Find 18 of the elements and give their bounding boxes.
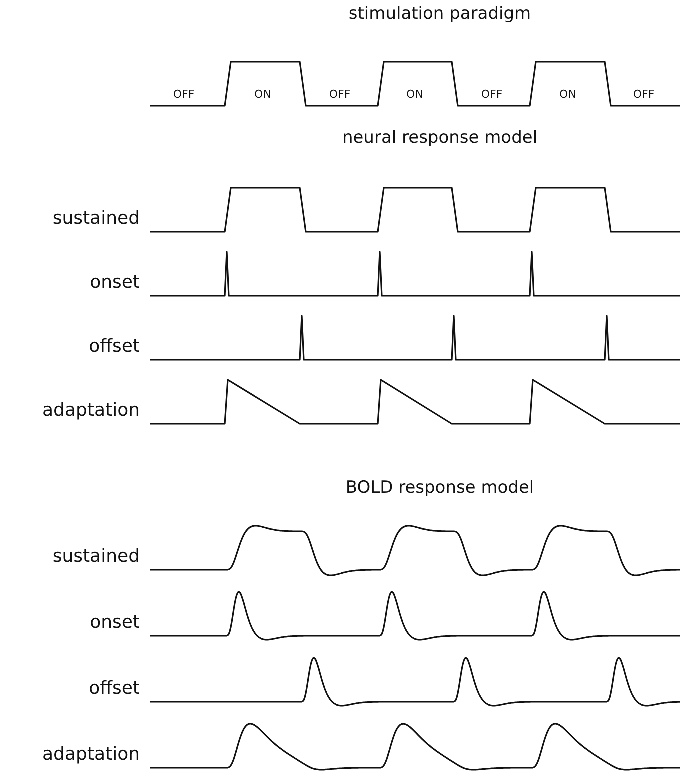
row-label: offset <box>88 336 140 357</box>
off-label: OFF <box>481 88 503 101</box>
row-label: sustained <box>52 546 140 567</box>
section-heading: BOLD response model <box>346 478 534 498</box>
off-label: OFF <box>633 88 655 101</box>
off-label: OFF <box>329 88 351 101</box>
row-label: adaptation <box>42 400 140 421</box>
section-heading: neural response model <box>342 128 538 148</box>
row-label: adaptation <box>42 744 140 765</box>
on-label: ON <box>406 88 424 101</box>
section-heading: stimulation paradigm <box>348 4 532 24</box>
row-label: onset <box>89 612 140 633</box>
row-label: offset <box>88 678 140 699</box>
row-label: onset <box>89 272 140 293</box>
off-label: OFF <box>173 88 195 101</box>
on-label: ON <box>560 88 576 101</box>
row-label: sustained <box>52 208 140 229</box>
on-label: ON <box>254 88 272 101</box>
